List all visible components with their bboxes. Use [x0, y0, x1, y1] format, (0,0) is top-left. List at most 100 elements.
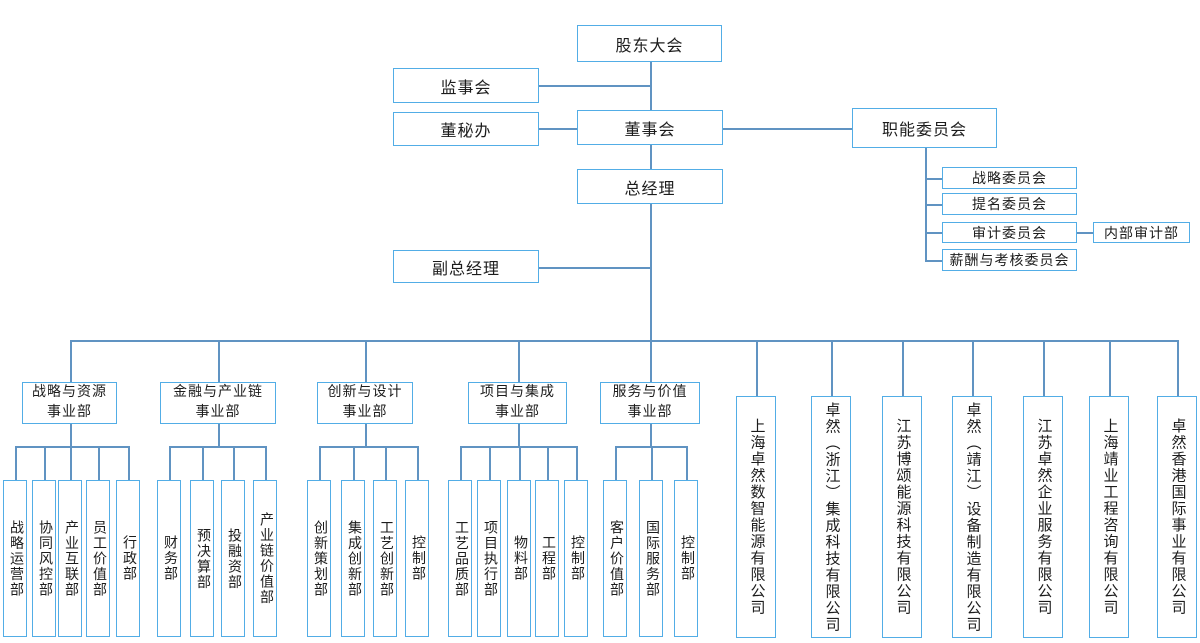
- connector-line: [460, 446, 576, 448]
- org-node-dept-industry-interconnection: 产业互联部: [58, 480, 82, 637]
- org-node-company-jiangsu-bosong-energy-tech: 江苏博颂能源科技有限公司: [882, 396, 922, 638]
- connector-line: [417, 446, 419, 480]
- org-node-compensation-assessment-committee: 薪酬与考核委员会: [942, 249, 1077, 271]
- org-node-label: 投融资部: [226, 527, 241, 590]
- org-node-label: 战略委员会: [972, 172, 1047, 187]
- org-node-dept-innovation-planning: 创新策划部: [307, 480, 331, 637]
- connector-line: [576, 446, 578, 480]
- org-node-label: 江苏博颂能源科技有限公司: [894, 418, 911, 616]
- org-node-label: 财务部: [162, 535, 177, 582]
- org-node-label: 卓然（浙江）集成科技有限公司: [823, 401, 840, 633]
- connector-line: [70, 446, 72, 480]
- connector-line: [518, 424, 520, 446]
- connector-line: [650, 204, 652, 382]
- connector-line: [265, 446, 267, 480]
- org-node-label: 创新与设计 事业部: [327, 384, 403, 420]
- org-node-nomination-committee: 提名委员会: [942, 193, 1077, 215]
- connector-line: [925, 204, 942, 206]
- connector-line: [218, 424, 220, 446]
- org-node-label: 提名委员会: [972, 198, 1047, 213]
- org-node-dept-process-innovation: 工艺创新部: [373, 480, 397, 637]
- org-node-strategy-committee: 战略委员会: [942, 167, 1077, 189]
- org-node-label: 董事会: [624, 121, 676, 139]
- org-node-label: 副总经理: [431, 260, 500, 278]
- connector-line: [650, 424, 652, 446]
- connector-line: [15, 446, 128, 448]
- connector-line: [353, 446, 355, 480]
- connector-line: [385, 446, 387, 480]
- org-node-label: 职能委员会: [881, 122, 967, 139]
- connector-line: [615, 446, 686, 448]
- org-node-label: 卓然（靖江）设备制造有限公司: [964, 401, 981, 633]
- org-node-label: 项目执行部: [482, 519, 497, 598]
- org-node-label: 项目与集成 事业部: [480, 384, 555, 420]
- connector-line: [319, 446, 321, 480]
- connector-line: [169, 446, 171, 480]
- connector-line: [98, 446, 100, 480]
- connector-line: [756, 340, 758, 396]
- org-node-label: 产业互联部: [63, 519, 78, 598]
- connector-line: [202, 446, 204, 480]
- org-node-board-secretary-office: 董秘办: [393, 112, 539, 146]
- connector-line: [539, 85, 650, 87]
- connector-line: [831, 340, 833, 396]
- connector-line: [365, 340, 367, 382]
- org-node-deputy-general-manager: 副总经理: [393, 250, 539, 283]
- org-node-company-shanghai-jingye-engineering-consulting: 上海靖业工程咨询有限公司: [1089, 396, 1129, 638]
- connector-line: [519, 446, 521, 480]
- org-node-dept-materials: 物料部: [507, 480, 531, 637]
- connector-line: [902, 340, 904, 396]
- org-node-label: 员工价值部: [91, 519, 106, 598]
- org-node-label: 工艺品质部: [453, 519, 468, 598]
- org-node-label: 国际服务部: [644, 519, 659, 598]
- org-node-dept-control-service: 控制部: [674, 480, 698, 637]
- org-node-dept-project-execution: 项目执行部: [477, 480, 501, 637]
- connector-line: [615, 446, 617, 480]
- org-node-label: 董秘办: [440, 123, 492, 140]
- org-node-label: 金融与产业链 事业部: [173, 384, 263, 420]
- connector-line: [539, 128, 577, 130]
- connector-line: [650, 145, 652, 169]
- connector-line: [70, 340, 72, 382]
- org-node-div-service-value: 服务与价值 事业部: [600, 382, 700, 424]
- org-node-label: 工艺创新部: [378, 519, 393, 598]
- connector-line: [723, 128, 852, 130]
- connector-line: [489, 446, 491, 480]
- connector-line: [651, 446, 653, 480]
- org-node-company-shanghai-zhuoran-digital-energy: 上海卓然数智能源有限公司: [736, 396, 776, 638]
- org-node-dept-investment-financing: 投融资部: [221, 480, 245, 637]
- org-node-label: 上海靖业工程咨询有限公司: [1101, 418, 1118, 616]
- org-node-company-jiangsu-zhuoran-enterprise-services: 江苏卓然企业服务有限公司: [1023, 396, 1063, 638]
- org-node-internal-audit-dept: 内部审计部: [1093, 222, 1190, 243]
- org-node-dept-employee-value: 员工价值部: [86, 480, 110, 637]
- org-node-dept-control-innovation: 控制部: [405, 480, 429, 637]
- org-node-div-project-integration: 项目与集成 事业部: [468, 382, 567, 424]
- org-node-dept-integrated-innovation: 集成创新部: [341, 480, 365, 637]
- connector-line: [169, 446, 265, 448]
- connector-line: [15, 446, 17, 480]
- org-node-general-manager: 总经理: [577, 169, 723, 204]
- org-node-label: 战略运营部: [8, 519, 23, 598]
- connector-line: [547, 446, 549, 480]
- org-node-dept-budget-final-accounts: 预决算部: [190, 480, 214, 637]
- connector-line: [1177, 340, 1179, 396]
- org-node-label: 卓然香港国际事业有限公司: [1169, 418, 1186, 616]
- org-node-label: 内部审计部: [1104, 226, 1179, 242]
- org-node-div-finance-industry-chain: 金融与产业链 事业部: [160, 382, 276, 424]
- connector-line: [1109, 340, 1111, 396]
- org-node-label: 创新策划部: [312, 519, 327, 598]
- connector-line: [70, 424, 72, 446]
- org-node-label: 总经理: [624, 180, 676, 198]
- connector-line: [925, 178, 942, 180]
- org-node-dept-customer-value: 客户价值部: [603, 480, 627, 637]
- org-node-functional-committees: 职能委员会: [852, 108, 997, 148]
- org-node-label: 行政部: [121, 535, 136, 582]
- org-node-label: 产业链价值部: [258, 512, 273, 605]
- org-node-label: 协同风控部: [37, 519, 52, 598]
- connector-line: [972, 340, 974, 396]
- org-node-label: 控制部: [410, 535, 425, 582]
- org-node-label: 战略与资源 事业部: [32, 384, 107, 420]
- connector-line: [233, 446, 235, 480]
- org-node-company-zhuoran-jingjiang-equipment: 卓然（靖江）设备制造有限公司: [952, 396, 992, 638]
- org-node-audit-committee: 审计委员会: [942, 222, 1077, 243]
